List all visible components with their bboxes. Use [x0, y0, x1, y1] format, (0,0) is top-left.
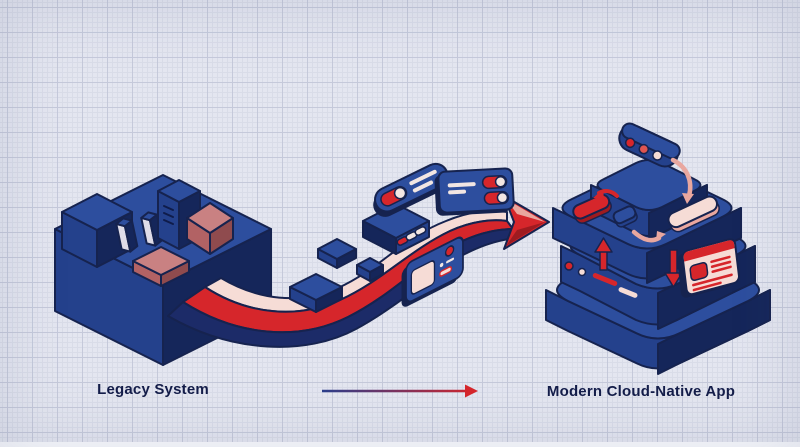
capsule-dot-red	[638, 143, 650, 155]
arrow-down-to-capsule-head	[682, 193, 694, 204]
cube-top-face	[356, 257, 384, 273]
arrow-down-head	[664, 272, 683, 288]
panel-red-dot	[444, 245, 455, 257]
panel-mini-pill	[439, 266, 453, 277]
toggle-knob	[393, 186, 407, 200]
arrow-up-shaft	[599, 249, 608, 271]
status-bar-pink	[618, 287, 638, 298]
status-pill	[414, 226, 427, 236]
cube-top-face	[317, 238, 357, 260]
capsule-dot-pink	[652, 150, 663, 161]
data-cube	[317, 238, 357, 269]
card-line	[711, 265, 732, 273]
text-line	[409, 169, 437, 186]
paper-edge	[0, 442, 800, 447]
card-line	[710, 260, 732, 269]
app-screen-panel	[401, 236, 464, 307]
arrow-cube-to-capsule-head	[656, 231, 666, 241]
cube-top	[612, 205, 637, 225]
tile-top	[115, 217, 133, 228]
arrowhead-highlight	[506, 199, 545, 222]
tower-top-face	[157, 179, 201, 203]
toggle-pill-bar	[373, 162, 449, 217]
status-bar-red	[592, 273, 618, 286]
detail-card	[677, 238, 740, 298]
cloud-native-stack-illustration	[545, 122, 771, 375]
layer-side-right	[657, 289, 771, 375]
status-dot-red	[564, 261, 574, 271]
block-top-face	[132, 246, 190, 276]
module-top	[667, 195, 719, 229]
text-line	[412, 180, 434, 193]
settings-card	[434, 167, 515, 216]
card-line	[710, 255, 731, 264]
card-line	[692, 273, 733, 287]
card-red-stripe	[683, 240, 735, 262]
arrow-onto-red-pill-head	[593, 189, 604, 199]
data-blocks-in-transit	[289, 162, 515, 313]
cube-top-face	[61, 193, 133, 231]
data-cube	[289, 273, 343, 313]
capsule-header	[618, 122, 681, 168]
toggle-knob	[494, 175, 507, 188]
arrowhead-shadow	[506, 222, 545, 246]
module-top	[572, 193, 611, 220]
arrow-down-to-capsule	[670, 157, 693, 199]
card-red-square	[689, 261, 709, 281]
panel-mini-dot	[439, 262, 444, 268]
legacy-system-label: Legacy System	[97, 381, 209, 398]
status-dot-pink	[577, 267, 587, 277]
mauve-flat-block	[132, 246, 190, 287]
legend-arrow	[322, 384, 478, 398]
text-line	[447, 182, 476, 188]
sync-arrows	[593, 157, 694, 288]
arrow-up-head	[594, 237, 613, 253]
red-pill-module	[572, 193, 612, 224]
small-rounded-cube	[612, 205, 638, 228]
cube-top-face	[186, 202, 234, 234]
ribbon-arrowhead	[503, 195, 550, 250]
tile-top	[140, 211, 158, 222]
toggle-knob	[496, 191, 509, 204]
panel-screen	[410, 260, 436, 295]
panel-mini-dash	[446, 257, 455, 264]
text-line	[448, 189, 467, 195]
data-cube	[356, 257, 384, 282]
mauve-cube	[186, 202, 234, 255]
capsule-dot-red	[624, 137, 636, 149]
pink-capsule-module	[667, 195, 720, 233]
legend-arrow-head	[465, 384, 478, 398]
server-vents	[163, 205, 174, 225]
card-line	[692, 281, 722, 292]
leaning-tile	[115, 217, 139, 253]
cube-top-face	[289, 273, 343, 301]
arrow-down-shaft	[669, 249, 678, 276]
modern-cloud-native-app-label: Modern Cloud-Native App	[546, 383, 736, 400]
